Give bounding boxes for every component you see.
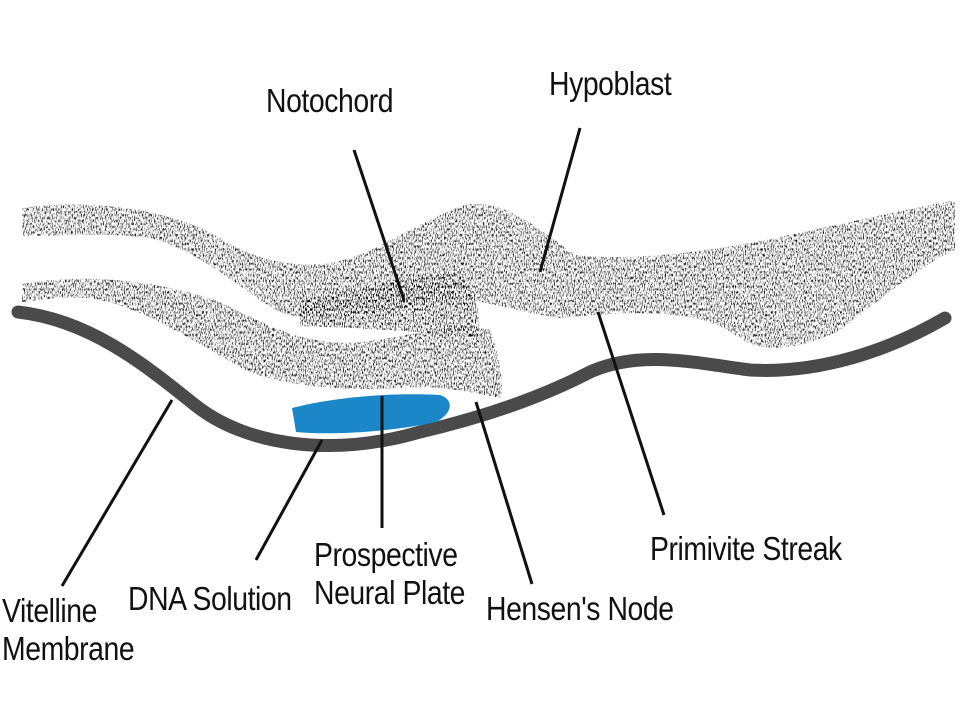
label-vitelline-line1: Vitelline: [2, 592, 98, 629]
notochord-mass: [300, 272, 480, 338]
label-primitive-streak: Primivite Streak: [650, 530, 842, 567]
leader-primitive-streak: [596, 311, 666, 516]
leader-lines: [60, 127, 666, 587]
leader-dna-solution: [254, 439, 324, 561]
label-vitelline-membrane: Vitelline Membrane: [2, 592, 135, 668]
label-vitelline-line2: Membrane: [2, 629, 135, 667]
epiblast-layer: [22, 200, 955, 348]
label-hypoblast: Hypoblast: [549, 65, 672, 102]
label-neural-line1: Prospective: [314, 536, 458, 573]
leader-vitelline: [60, 399, 174, 587]
label-notochord: Notochord: [266, 82, 394, 119]
label-neural-line2: Neural Plate: [314, 573, 466, 611]
leader-hypoblast: [538, 127, 582, 273]
label-prospective-neural-plate: Prospective Neural Plate: [314, 536, 465, 612]
label-dna-solution: DNA Solution: [128, 580, 292, 617]
dna-solution-region: [292, 394, 450, 434]
hypoblast-layer: [22, 278, 502, 398]
label-hensens-node: Hensen's Node: [486, 590, 674, 627]
vitelline-membrane: [11, 305, 952, 452]
leader-hensens-node: [474, 401, 534, 585]
leader-notochord: [352, 149, 406, 301]
